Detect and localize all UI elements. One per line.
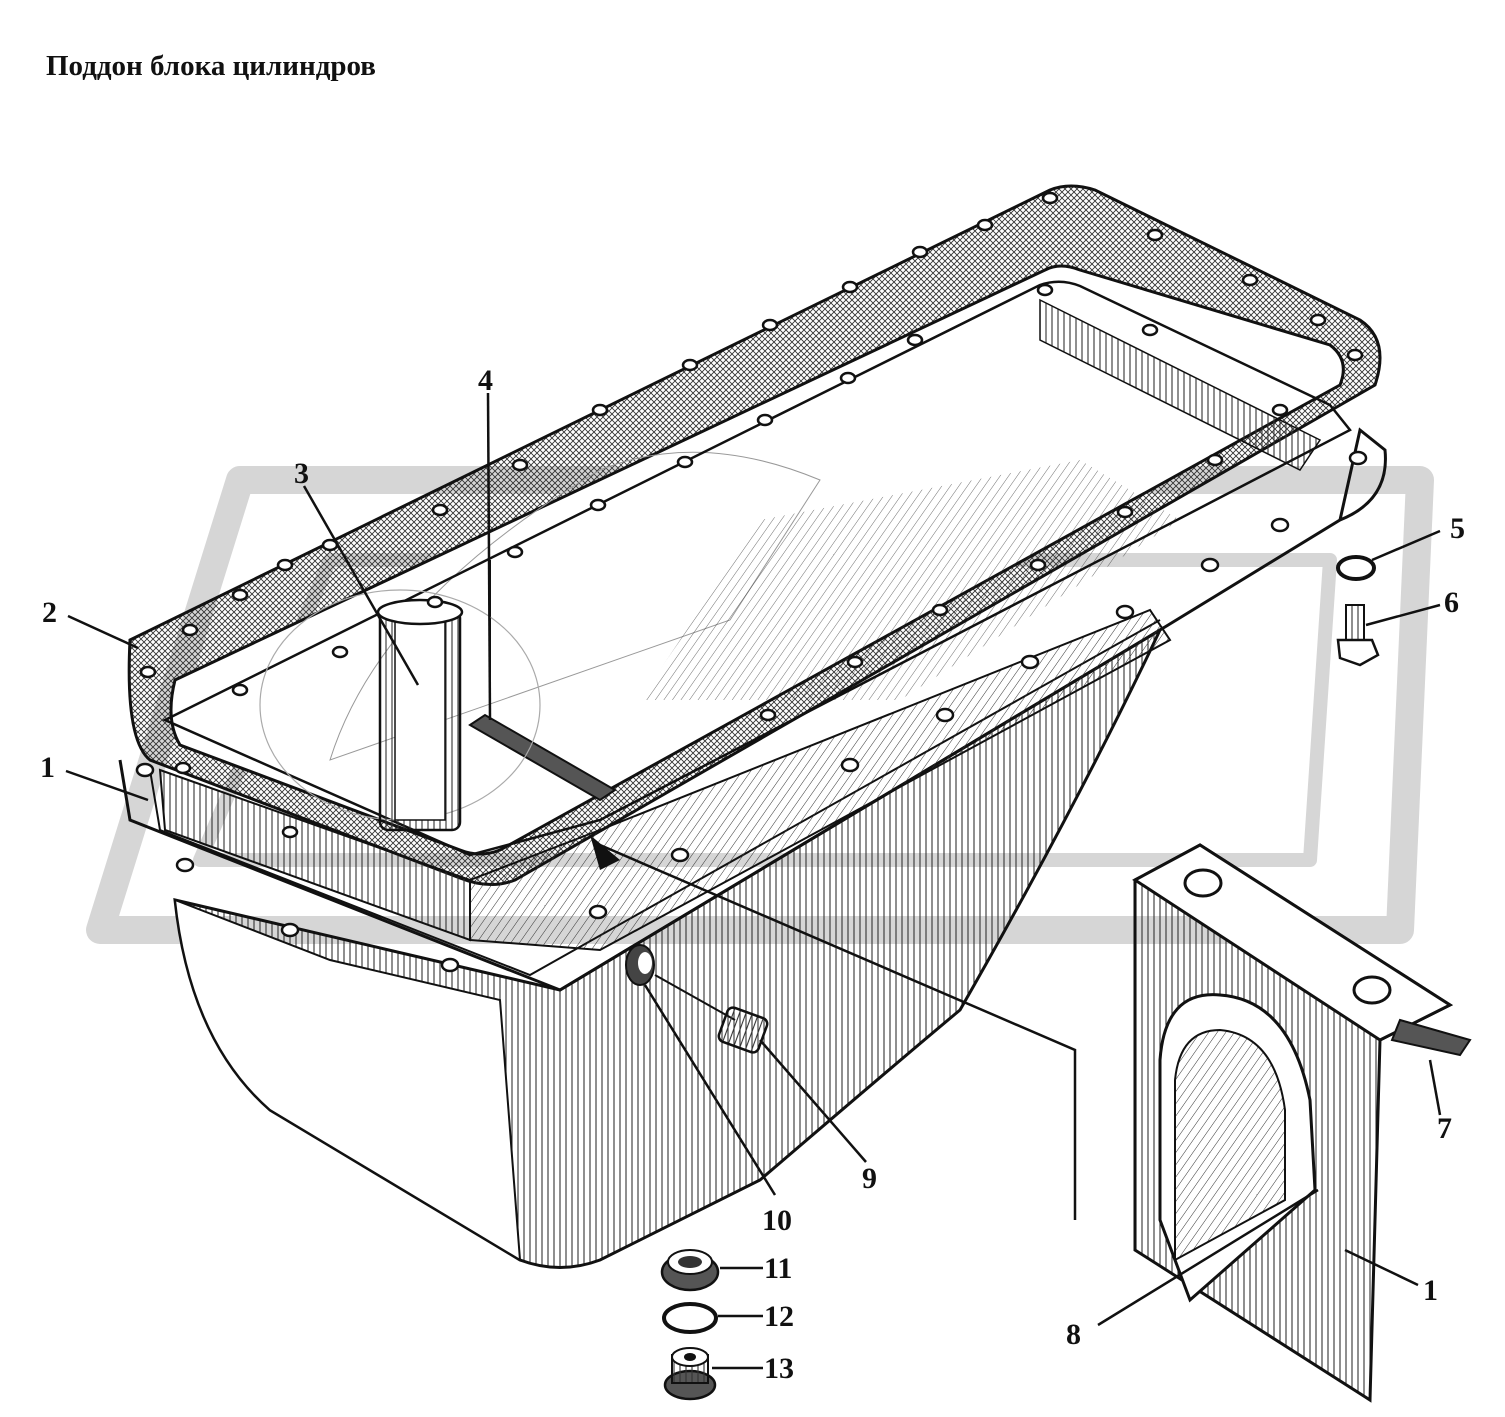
callout-5: 5 — [1450, 512, 1465, 545]
bolt-item-6 — [1336, 604, 1380, 667]
callout-labels: 2 1 3 4 5 6 7 1 8 9 10 11 12 13 — [40, 364, 1465, 1385]
gasket-bolt-holes — [139, 191, 1364, 839]
callout-6: 6 — [1444, 586, 1459, 619]
bracket — [1132, 843, 1472, 1403]
callout-2: 2 — [42, 596, 57, 629]
flange-bolt-holes — [135, 450, 1368, 973]
callout-1-right: 1 — [1423, 1274, 1438, 1307]
plug-item-13 — [663, 1347, 717, 1401]
drain-plug-stack — [660, 1249, 720, 1401]
drain-fitting — [625, 944, 736, 1021]
callout-11: 11 — [764, 1252, 792, 1285]
oil-pan — [118, 280, 1387, 1269]
oil-intake-tube — [259, 589, 541, 832]
callout-3: 3 — [294, 457, 309, 490]
plug-item-11 — [660, 1249, 720, 1292]
callout-9: 9 — [862, 1162, 877, 1195]
washer-item-5 — [1336, 555, 1376, 581]
washer-item-12 — [662, 1302, 718, 1334]
callout-8: 8 — [1066, 1318, 1081, 1351]
callout-12: 12 — [764, 1300, 794, 1333]
callout-10: 10 — [762, 1204, 792, 1237]
plug-item-9 — [717, 1006, 769, 1054]
callout-1-left: 1 — [40, 751, 55, 784]
callout-7: 7 — [1437, 1112, 1452, 1145]
leader-lines — [65, 392, 1442, 1370]
callout-13: 13 — [764, 1352, 794, 1385]
page-title: Поддон блока цилиндров — [46, 50, 376, 82]
callout-4: 4 — [478, 364, 493, 397]
